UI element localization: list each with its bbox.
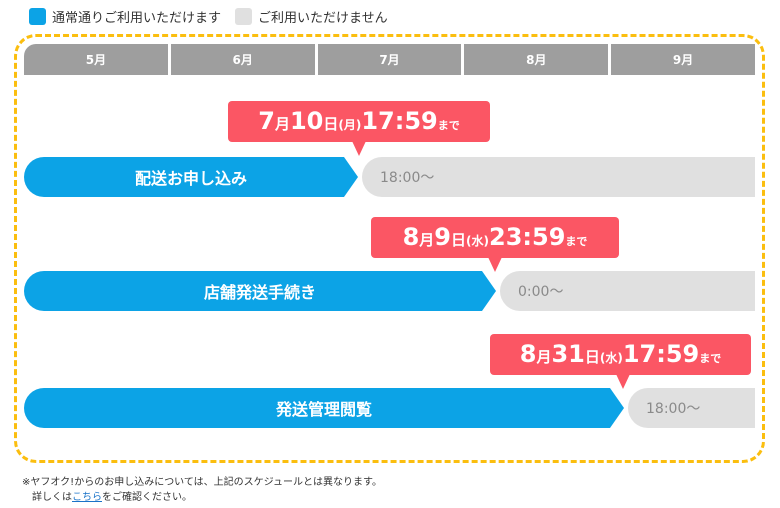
legend-label: 通常通りご利用いただけます: [52, 11, 222, 26]
footnote: ※ヤフオク!からのお申し込みについては、上記のスケジュールとは異なります。 詳し…: [22, 475, 382, 505]
month-5: 5月: [24, 44, 168, 75]
footnote-line: 詳しくはこちらをご確認ください。: [32, 492, 192, 503]
available-swatch: [29, 8, 46, 25]
legend-label: ご利用いただけません: [258, 11, 388, 26]
month-6: 6月: [170, 44, 315, 75]
month-7: 7月: [317, 44, 462, 75]
details-link[interactable]: こちら: [72, 492, 102, 503]
month-9: 9月: [611, 44, 755, 75]
available-bar: 店舗発送手続き: [24, 271, 496, 311]
available-bar: 発送管理閲覧: [24, 388, 624, 428]
legend: 通常通りご利用いただけます ご利用いただけません: [29, 7, 402, 26]
legend-unavailable: ご利用いただけません: [235, 7, 388, 26]
month-8: 8月: [464, 44, 609, 75]
unavailable-swatch: [235, 8, 253, 25]
schedule-frame: [14, 34, 765, 463]
month-header: 5月 6月 7月 8月 9月: [24, 44, 755, 75]
unavailable-bar: 18:00〜: [362, 157, 755, 197]
unavailable-bar: 18:00〜: [628, 388, 755, 428]
available-bar: 配送お申し込み: [24, 157, 358, 197]
footnote-line: ※ヤフオク!からのお申し込みについては、上記のスケジュールとは異なります。: [22, 477, 382, 488]
unavailable-bar: 0:00〜: [500, 271, 755, 311]
legend-available: 通常通りご利用いただけます: [29, 7, 221, 26]
